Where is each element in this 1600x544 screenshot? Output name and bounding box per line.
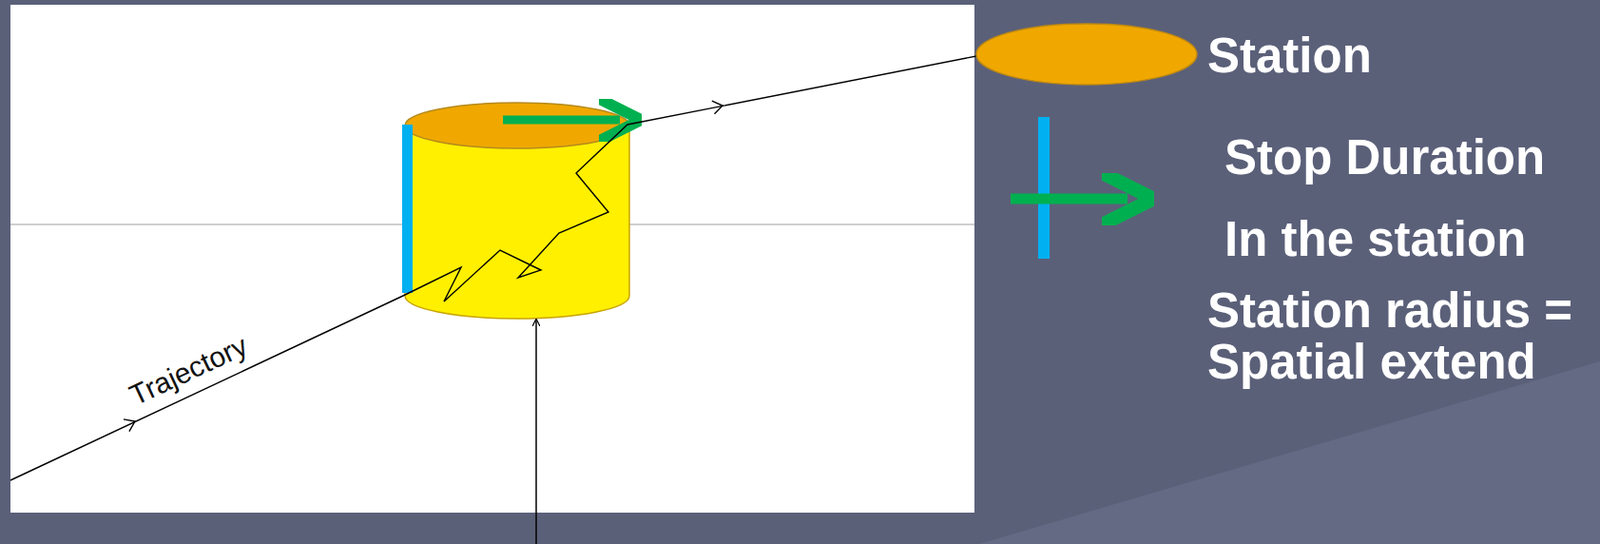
legend-swatches: [976, 23, 1197, 85]
direction-chevron: [712, 98, 724, 115]
stop-duration-bar: [402, 124, 413, 293]
background-band: [979, 361, 1600, 544]
legend-text: Station radius = Spatial extend: [1207, 285, 1581, 388]
legend-text: Stop Duration In the station: [1224, 116, 1558, 281]
station-cylinder: [404, 102, 630, 319]
white-panel: [10, 4, 975, 513]
direction-chevron: [123, 415, 138, 432]
trajectory-line: [10, 56, 977, 481]
cylinder-top: [404, 102, 630, 149]
radius-arrow: [502, 115, 620, 125]
legend-text: Station: [1207, 28, 1493, 84]
pointer-arrow: [535, 319, 538, 544]
legend-bar-sample: [1038, 116, 1050, 259]
legend-swatch: [976, 23, 1197, 85]
legend-arrow-sample: [1010, 193, 1128, 205]
trajectory-layer: [10, 56, 977, 481]
